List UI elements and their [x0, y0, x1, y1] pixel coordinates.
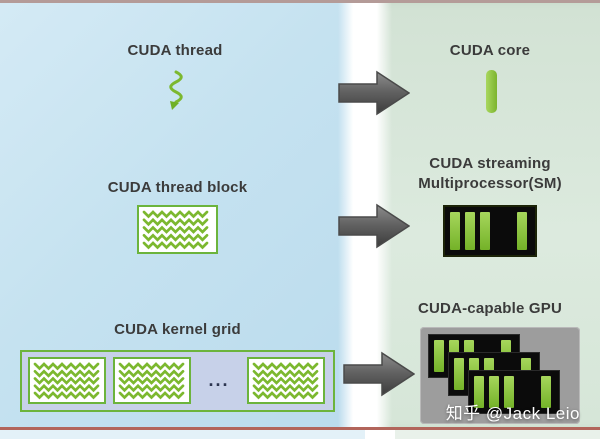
core-bar-icon: [504, 376, 514, 408]
kernel-grid-box: ...: [20, 350, 335, 412]
grid-block-2: [113, 357, 191, 404]
bottom-strip: [0, 430, 365, 439]
core-bar-icon: [489, 376, 499, 408]
thread-pattern: [32, 361, 102, 400]
cuda-thread-label: CUDA thread: [127, 42, 223, 59]
cuda-core-label: CUDA core: [449, 42, 531, 59]
zhihu-watermark: 知乎 @Jack Leio: [445, 404, 580, 423]
thread-pattern: [117, 361, 187, 400]
core-bar-icon: [454, 358, 464, 390]
gpu-sm-chip-3: [468, 370, 560, 414]
gpu-card-box: [420, 327, 580, 424]
grid-block-3: [247, 357, 325, 404]
bottom-strip: [395, 430, 600, 439]
core-bar-icon: [474, 376, 484, 408]
bottom-strip: [365, 430, 395, 439]
core-bar-icon: [465, 212, 475, 250]
cuda-core-bar-icon: [486, 70, 497, 113]
arrow-right-icon: [343, 351, 416, 397]
grid-ellipsis: ...: [208, 370, 230, 390]
arrow-right-icon: [338, 70, 411, 116]
cuda-sm-label-line2: Multiprocessor(SM): [418, 175, 562, 192]
streaming-multiprocessor-chip: [443, 205, 537, 257]
thread-block-box: [137, 205, 218, 254]
bottom-frame-border: [0, 427, 600, 430]
grid-block-1: [28, 357, 106, 404]
cuda-thread-block-label: CUDA thread block: [107, 179, 248, 196]
cuda-gpu-label: CUDA-capable GPU: [417, 300, 563, 317]
thread-pattern: [141, 209, 214, 250]
thread-squiggle-icon: [165, 70, 187, 112]
core-bar-icon: [541, 376, 551, 408]
cuda-sm-label-line1: CUDA streaming: [429, 155, 551, 172]
core-bar-icon: [450, 212, 460, 250]
cuda-sm-label: CUDA streaming Multiprocessor(SM): [390, 154, 590, 194]
core-bar-icon: [434, 340, 444, 372]
arrow-right-icon: [338, 203, 411, 249]
thread-pattern: [251, 361, 321, 400]
core-bar-icon: [517, 212, 527, 250]
cuda-kernel-grid-label: CUDA kernel grid: [114, 321, 241, 338]
top-frame-border: [0, 0, 600, 3]
core-bar-icon: [480, 212, 490, 250]
